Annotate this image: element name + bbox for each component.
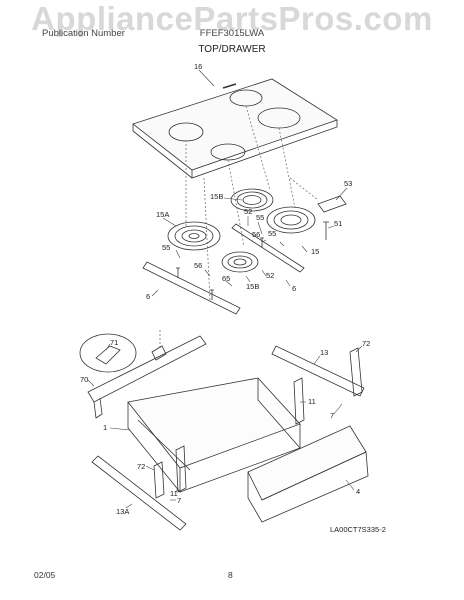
screws-56 [176, 237, 264, 300]
bracket-53 [317, 195, 347, 213]
footer-page-number: 8 [228, 570, 233, 580]
rail-6-left [142, 261, 241, 315]
footer-date: 02/05 [34, 570, 56, 580]
drawing-code: LA00CT7S335-2 [330, 525, 386, 534]
callout-16: 16 [194, 62, 202, 71]
callout-7b: 7 [177, 496, 181, 505]
callout-52: 52 [244, 207, 252, 216]
callout-55: 55 [256, 213, 264, 222]
element-15 [266, 206, 316, 234]
callout-15b-lower: 15B [246, 282, 259, 291]
element-15b-top [230, 188, 274, 212]
callout-51: 51 [334, 219, 342, 228]
callout-15a: 15A [156, 210, 169, 219]
rail-13a [91, 455, 187, 531]
watermark: AppliancePartsPros.com [31, 0, 433, 37]
callout-1: 1 [103, 423, 107, 432]
callout-6: 6 [146, 292, 150, 301]
callout-65: 65 [222, 274, 230, 283]
publication-number: Publication Number [42, 28, 125, 39]
callout-72b: 72 [137, 462, 145, 471]
callout-7: 7 [330, 411, 334, 420]
callout-11b: 11 [170, 489, 178, 498]
rail-13 [271, 345, 365, 397]
stop-11-right [293, 377, 305, 425]
element-15b-bottom [221, 251, 259, 273]
stop-11-bottom [175, 445, 187, 493]
bracket-72-bottom [153, 461, 165, 499]
page-title: TOP/DRAWER [198, 44, 266, 55]
callout-71: 71 [110, 338, 118, 347]
callout-13: 13 [320, 348, 328, 357]
bracket-72-top [349, 347, 363, 397]
glide-71-inset [79, 333, 167, 373]
callout-53: 53 [344, 179, 352, 188]
callout-55b: 55 [268, 229, 276, 238]
callout-labels: 16 53 15B 52 55 51 15A 55 56 15 55 56 52… [80, 62, 386, 534]
callout-56b: 56 [194, 261, 202, 270]
callout-13a: 13A [116, 507, 129, 516]
element-15a [167, 221, 221, 251]
drawer-front-4 [247, 425, 367, 501]
callout-15b: 15B [210, 192, 223, 201]
callout-52b: 52 [266, 271, 274, 280]
callout-56: 56 [252, 230, 260, 239]
rail-70 [87, 335, 207, 403]
rail-6-right [231, 223, 305, 273]
screw-51 [323, 221, 329, 240]
callout-6b: 6 [292, 284, 296, 293]
callout-4: 4 [356, 487, 360, 496]
assembly-lines [159, 105, 319, 350]
model-number: FFEF3015LWA [199, 28, 265, 39]
callout-15: 15 [311, 247, 319, 256]
leader-lines [87, 69, 363, 509]
callout-72: 72 [362, 339, 370, 348]
callout-55c: 55 [162, 243, 170, 252]
cooktop-glass [132, 78, 338, 179]
callout-70: 70 [80, 375, 88, 384]
callout-11: 11 [308, 397, 316, 406]
drawer-1 [127, 377, 301, 494]
